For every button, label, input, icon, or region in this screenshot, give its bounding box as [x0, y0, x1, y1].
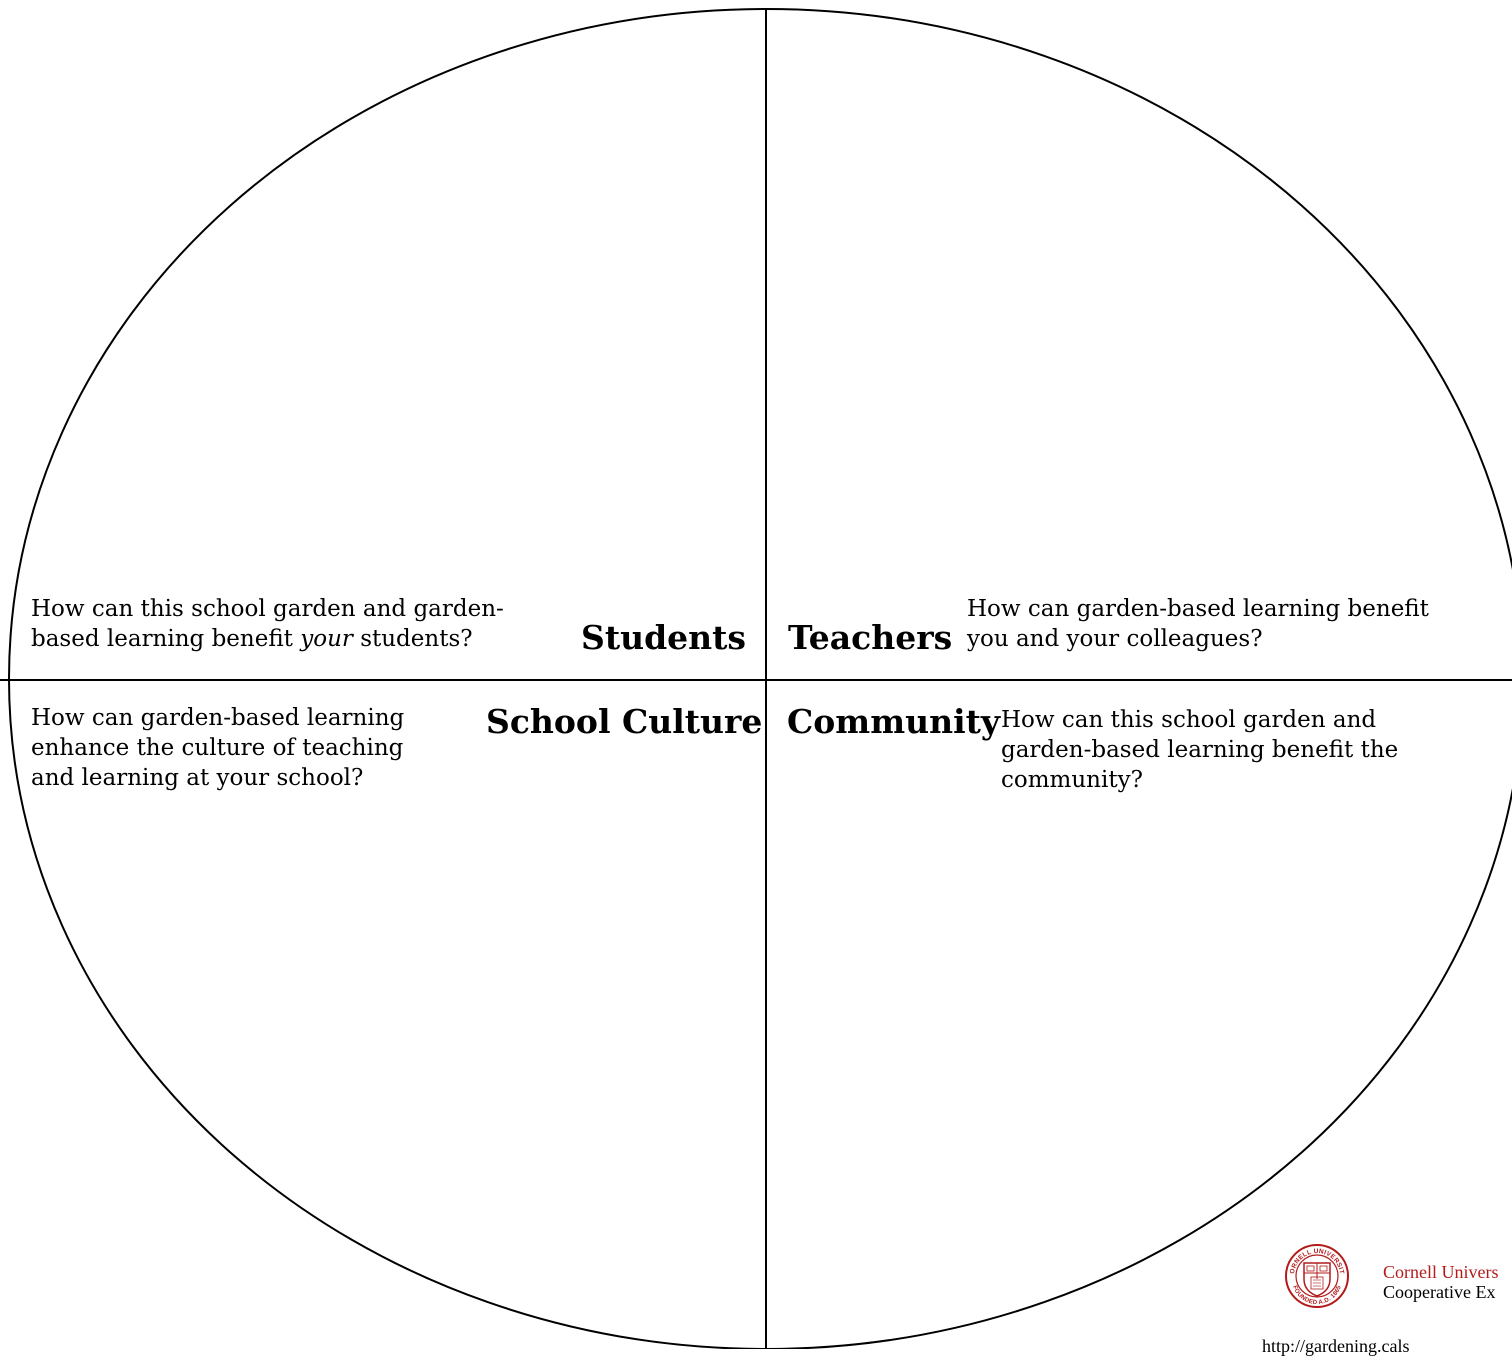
students-question-emphasis: your — [300, 626, 353, 652]
teachers-question: How can garden-based learning benefit yo… — [967, 596, 1429, 652]
logo-name-line1: Cornell Univers — [1383, 1262, 1499, 1282]
teachers-heading: Teachers — [788, 618, 953, 657]
students-question-lead: How can this school garden and garden-ba… — [31, 596, 504, 652]
community-question: How can this school garden and garden-ba… — [1001, 707, 1399, 793]
logo-name-line2: Cooperative Ex — [1383, 1282, 1496, 1302]
community-heading: Community — [787, 702, 1001, 741]
svg-text:CORNELL UNIVERSITY: CORNELL UNIVERSITY — [1284, 1243, 1345, 1275]
students-question: How can this school garden and garden-ba… — [31, 594, 561, 654]
students-heading: Students — [581, 618, 746, 657]
school-culture-question: How can garden-based learning enhance th… — [31, 705, 405, 791]
students-question-tail: students? — [352, 626, 473, 652]
footer-url[interactable]: http://gardening.cals — [1262, 1336, 1410, 1356]
seal-text-top: CORNELL UNIVERSITY — [1284, 1243, 1345, 1275]
cornell-seal-logo: CORNELL UNIVERSITY FOUNDED A.D. 1865 — [1284, 1243, 1349, 1308]
school-culture-heading: School Culture — [486, 702, 763, 741]
